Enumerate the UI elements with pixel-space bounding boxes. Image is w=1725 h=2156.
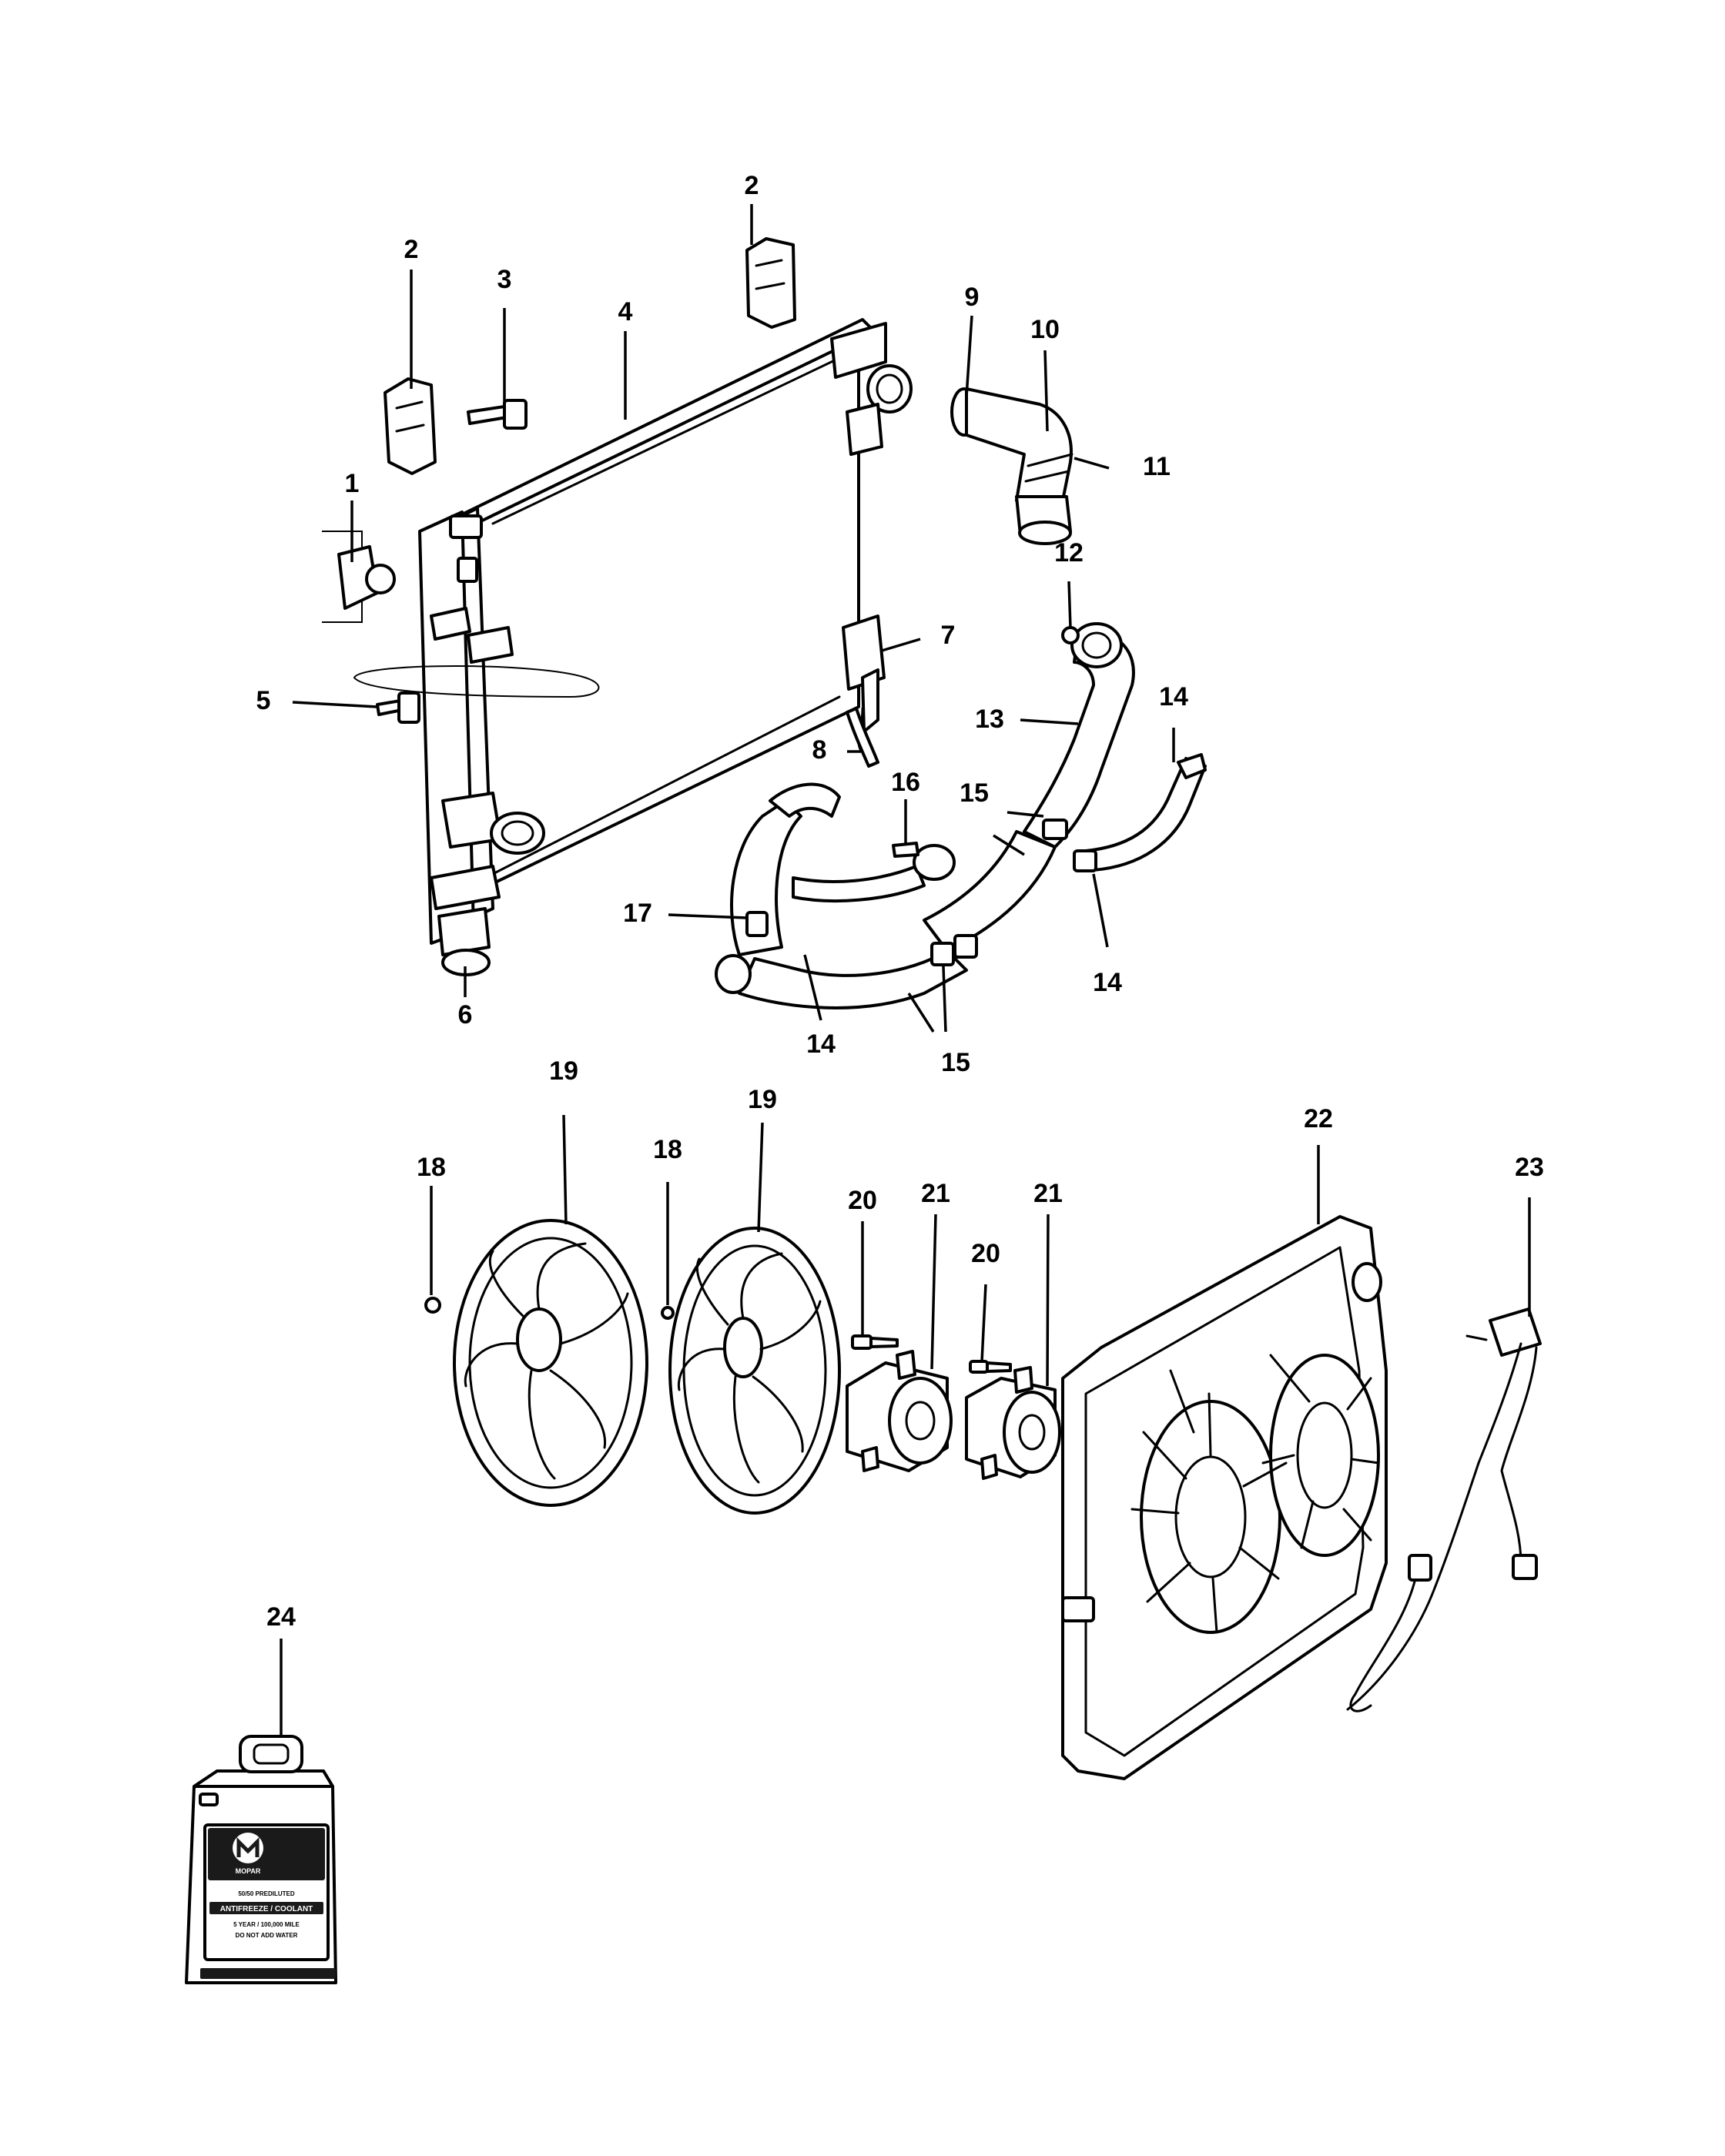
- jug-label-logo-panel: [208, 1828, 325, 1880]
- callout-4: 4: [618, 297, 633, 326]
- callout-2-left: 2: [404, 235, 419, 264]
- jug-line1: 50/50 PREDILUTED: [238, 1890, 295, 1897]
- callout-1: 1: [345, 469, 360, 498]
- bolt-part-5: [376, 691, 420, 724]
- fan-motor-right: [965, 1366, 1061, 1480]
- leader-lines: [280, 204, 1531, 1736]
- jug-line3: 5 YEAR / 100,000 MILE: [233, 1921, 300, 1928]
- screw-part-20-right: [969, 1360, 1012, 1374]
- callout-20-right: 20: [971, 1239, 1000, 1268]
- bracket-part-1: [322, 531, 396, 623]
- bolt-part-3: [467, 399, 528, 430]
- fan-shroud: [1061, 1215, 1388, 1780]
- callout-16: 16: [891, 768, 920, 797]
- callout-5: 5: [256, 686, 271, 715]
- upper-hose-assembly: [950, 387, 1074, 545]
- bracket-part-2-left: [384, 377, 437, 475]
- plug-part-18-left: [424, 1297, 441, 1314]
- callout-22: 22: [1304, 1104, 1333, 1133]
- hose-part-8: [846, 707, 879, 768]
- callout-9: 9: [965, 283, 980, 312]
- callout-18-left: 18: [417, 1153, 446, 1182]
- fan-blade-left: [453, 1219, 648, 1507]
- callout-19-left: 19: [549, 1056, 578, 1086]
- callout-19-right: 19: [748, 1085, 777, 1114]
- callout-12: 13: [975, 705, 1004, 734]
- callout-2-right: 2: [745, 171, 759, 200]
- callout-14-right: 14: [1093, 968, 1122, 997]
- callout-8: 8: [812, 735, 827, 765]
- bracket-part-2-right: [745, 237, 796, 329]
- callout-labels: 1 2 2 3 4 5 6 7 8 9 10 11 12 13 14 14 14…: [256, 171, 1544, 1632]
- callout-13: 12: [1054, 538, 1084, 567]
- callout-18-right: 18: [653, 1135, 682, 1164]
- callout-10: 10: [1030, 315, 1060, 344]
- callout-21-left: 21: [921, 1179, 950, 1208]
- callout-17: 17: [623, 899, 652, 928]
- jug-line4: DO NOT ADD WATER: [236, 1932, 298, 1939]
- mopar-m-icon: [236, 1836, 260, 1857]
- callout-3: 3: [497, 265, 512, 294]
- radiator: [418, 318, 913, 976]
- fan-motor-left: [846, 1350, 953, 1472]
- jug-brand: MOPAR: [236, 1867, 261, 1875]
- callout-6: 6: [458, 1000, 473, 1029]
- coolant-jug: MOPAR 50/50 PREDILUTED ANTIFREEZE / COOL…: [185, 1735, 337, 1984]
- callout-20-left: 20: [848, 1186, 877, 1215]
- screw-part-20-left: [851, 1334, 899, 1350]
- plug-part-18-right: [661, 1306, 675, 1320]
- callout-15-lower: 15: [941, 1048, 970, 1077]
- wiring-harness: [1346, 1307, 1542, 1712]
- jug-line2: ANTIFREEZE / COOLANT: [220, 1905, 313, 1913]
- callout-24: 24: [266, 1602, 296, 1632]
- retainer-loop: [353, 665, 600, 698]
- callout-14-upper: 14: [1159, 682, 1188, 711]
- callout-21-right: 21: [1033, 1179, 1063, 1208]
- callout-15-upper: 15: [960, 778, 989, 808]
- callout-23: 23: [1515, 1153, 1544, 1182]
- callout-7: 7: [941, 621, 956, 650]
- fan-blade-right: [668, 1227, 841, 1515]
- callout-11: 11: [1143, 452, 1171, 481]
- callout-14-lower: 14: [806, 1029, 836, 1059]
